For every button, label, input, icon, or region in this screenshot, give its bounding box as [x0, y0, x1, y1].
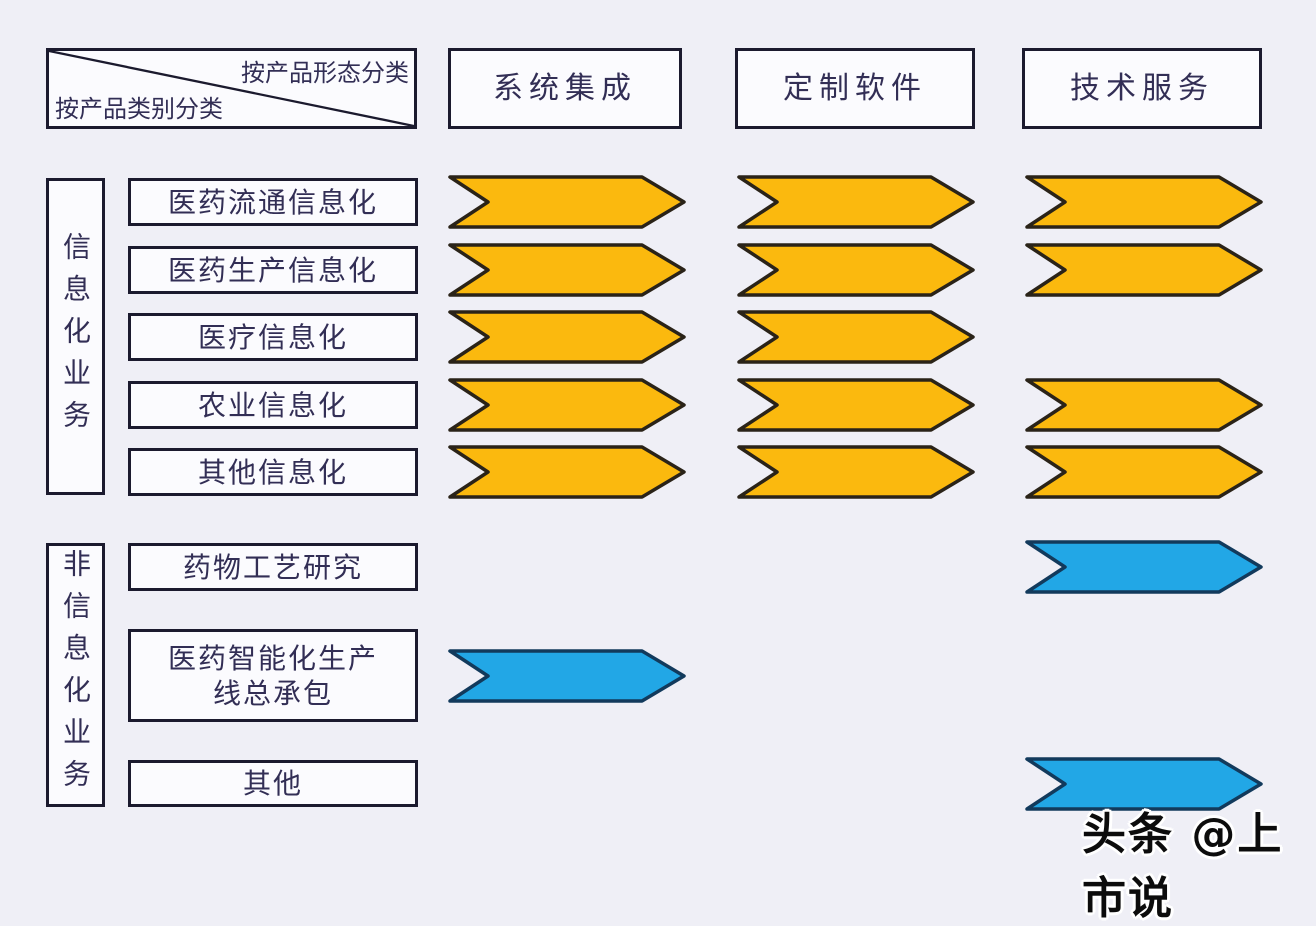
- row-label-5: 其他信息化: [128, 448, 418, 496]
- column-header-3: 技术服务: [1022, 48, 1262, 129]
- matrix-arrow-yellow: [737, 243, 975, 297]
- matrix-arrow-blue: [448, 648, 686, 703]
- group-label-text: 信息化业务: [59, 231, 92, 442]
- watermark: 头条 @上市说: [1082, 809, 1284, 924]
- matrix-arrow-yellow: [448, 445, 686, 499]
- row-label-1: 医药流通信息化: [128, 178, 418, 226]
- group-label-2: 非信息化业务: [46, 543, 105, 807]
- matrix-arrow-blue: [1025, 756, 1263, 811]
- row-label-7: 医药智能化生产 线总承包: [128, 629, 418, 722]
- group-label-1: 信息化业务: [46, 178, 105, 495]
- corner-label-by-product-form: 按产品形态分类: [241, 59, 409, 87]
- matrix-arrow-yellow: [1025, 243, 1263, 297]
- matrix-arrow-yellow: [448, 310, 686, 364]
- row-label-2: 医药生产信息化: [128, 246, 418, 294]
- matrix-arrow-yellow: [737, 310, 975, 364]
- matrix-arrow-yellow: [737, 445, 975, 499]
- matrix-arrow-yellow: [737, 175, 975, 229]
- matrix-arrow-yellow: [448, 175, 686, 229]
- column-header-2: 定制软件: [735, 48, 975, 129]
- diagonal-divider-line: [49, 51, 414, 126]
- matrix-arrow-yellow: [1025, 378, 1263, 432]
- classification-matrix-diagram: 按产品形态分类 按产品类别分类 系统集成定制软件技术服务 信息化业务非信息化业务…: [46, 48, 1281, 924]
- matrix-arrow-yellow: [448, 243, 686, 297]
- corner-label-by-product-category: 按产品类别分类: [55, 95, 223, 123]
- row-label-8: 其他: [128, 760, 418, 807]
- row-label-6: 药物工艺研究: [128, 543, 418, 591]
- matrix-arrow-yellow: [1025, 175, 1263, 229]
- matrix-arrow-yellow: [1025, 445, 1263, 499]
- row-label-4: 农业信息化: [128, 381, 418, 429]
- matrix-arrow-yellow: [448, 378, 686, 432]
- group-label-text: 非信息化业务: [59, 549, 92, 801]
- column-header-1: 系统集成: [448, 48, 682, 129]
- matrix-arrow-yellow: [737, 378, 975, 432]
- corner-header-cell: 按产品形态分类 按产品类别分类: [46, 48, 417, 129]
- matrix-arrow-blue: [1025, 540, 1263, 594]
- row-label-3: 医疗信息化: [128, 313, 418, 361]
